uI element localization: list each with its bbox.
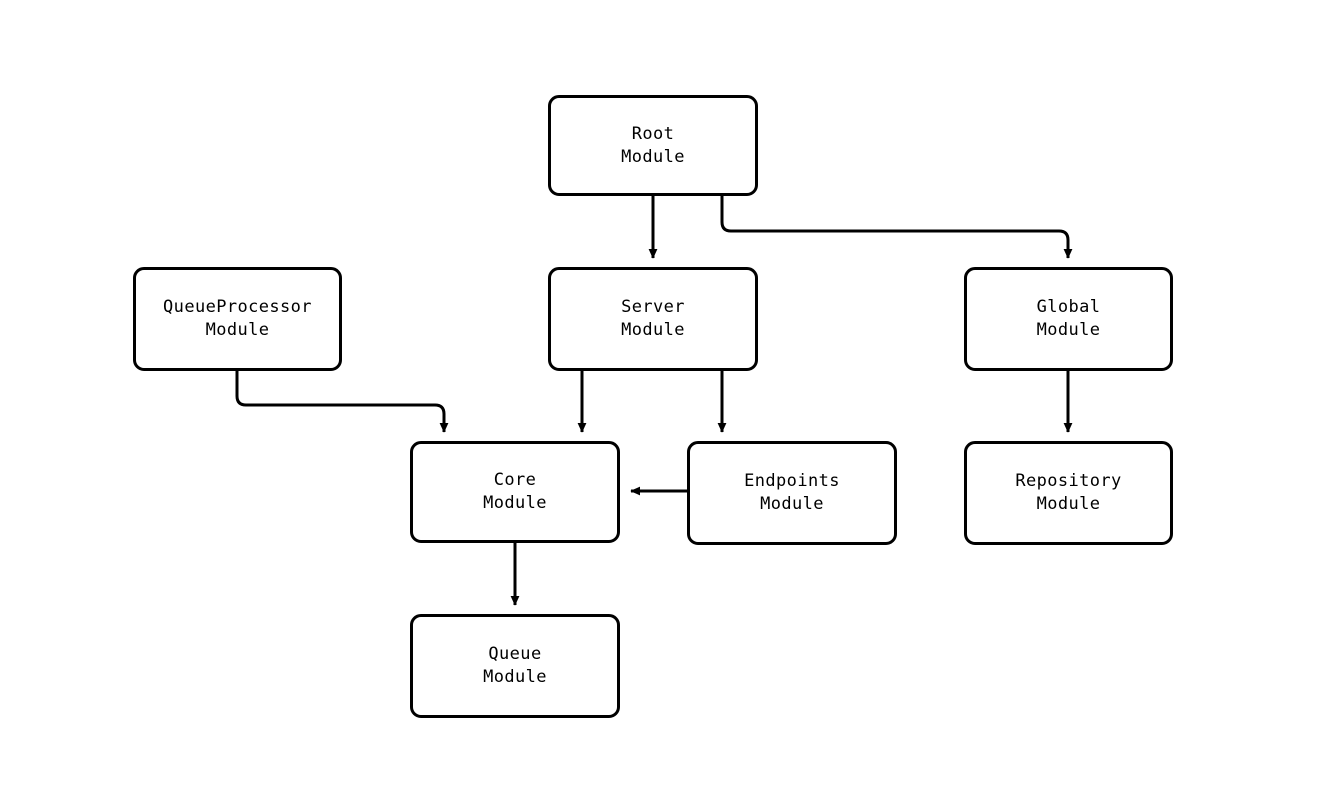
node-label-line1: Root <box>631 123 675 144</box>
node-queueprocessor-module[interactable]: QueueProcessor Module <box>133 267 342 371</box>
node-root-module[interactable]: Root Module <box>548 95 758 196</box>
node-label-line1: Core <box>493 470 537 490</box>
node-repository-module[interactable]: Repository Module <box>964 441 1173 545</box>
node-core-module[interactable]: Core Module <box>410 441 620 543</box>
node-label-line2: Module <box>760 494 824 514</box>
node-label-line2: Module <box>1036 320 1101 340</box>
node-server-module[interactable]: Server Module <box>548 267 758 371</box>
node-label-line1: Server <box>621 297 685 317</box>
node-label-line2: Module <box>483 493 547 513</box>
edge-root-to-global <box>720 196 1073 259</box>
node-label-line2: Module <box>205 320 270 340</box>
node-queue-module[interactable]: Queue Module <box>410 614 620 718</box>
node-label-line1: Global <box>1036 297 1101 317</box>
node-label-line1: Queue <box>488 644 542 664</box>
node-label-line1: Repository <box>1015 471 1122 491</box>
node-label-line2: Module <box>483 667 547 687</box>
edge-queueprocessor-to-core <box>235 371 449 433</box>
node-label-line1: Endpoints <box>744 471 840 491</box>
node-global-module[interactable]: Global Module <box>964 267 1173 371</box>
node-label-line2: Module <box>621 146 685 167</box>
node-label-line2: Module <box>621 320 685 340</box>
node-label-line2: Module <box>1036 494 1101 514</box>
node-label-line1: QueueProcessor <box>163 297 312 317</box>
node-endpoints-module[interactable]: Endpoints Module <box>687 441 897 545</box>
